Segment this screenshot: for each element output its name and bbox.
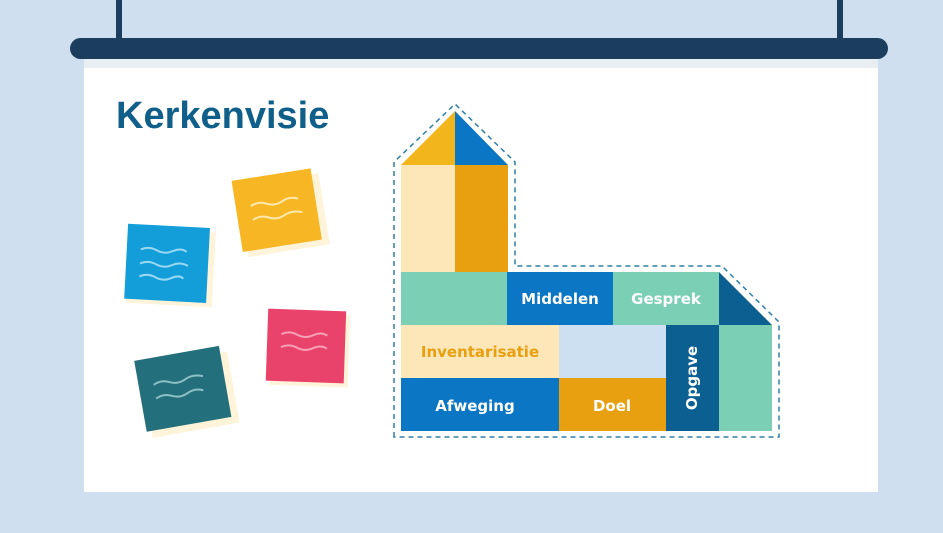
sticky-note-teal: [134, 345, 240, 438]
label-opgave: Opgave: [683, 346, 701, 410]
tower-right-block: [455, 165, 508, 272]
block-doel: [559, 378, 666, 431]
church-dashed-outline: [393, 102, 780, 438]
roof-right: [455, 111, 508, 165]
page-title: Kerkenvisie: [116, 95, 329, 137]
sticky-note-blue: [124, 223, 216, 308]
row1-mint-block: [401, 272, 507, 325]
roof-left: [401, 111, 455, 165]
roof-slope-block: [719, 272, 772, 325]
block-opgave: [666, 325, 719, 431]
block-middelen: [507, 272, 613, 325]
block-gesprek: [613, 272, 719, 325]
label-afweging: Afweging: [435, 397, 514, 415]
sticky-note-pink: [265, 308, 351, 388]
label-inventarisatie: Inventarisatie: [421, 343, 539, 361]
tower-left-block: [401, 165, 455, 272]
sticky-note-yellow: [231, 168, 330, 258]
hanging-rail: [70, 38, 888, 59]
church-blocks: Middelen Gesprek Inventarisatie Afweging…: [393, 102, 780, 438]
right-hanging-wire: [837, 0, 843, 45]
row2-light-block: [559, 325, 666, 378]
block-afweging: [401, 378, 559, 431]
label-middelen: Middelen: [521, 290, 599, 308]
label-gesprek: Gesprek: [631, 290, 702, 308]
label-doel: Doel: [593, 397, 631, 415]
left-hanging-wire: [116, 0, 122, 45]
whiteboard-shadow: [84, 58, 878, 68]
right-mint-block: [719, 325, 772, 431]
block-inventarisatie: [401, 325, 559, 378]
